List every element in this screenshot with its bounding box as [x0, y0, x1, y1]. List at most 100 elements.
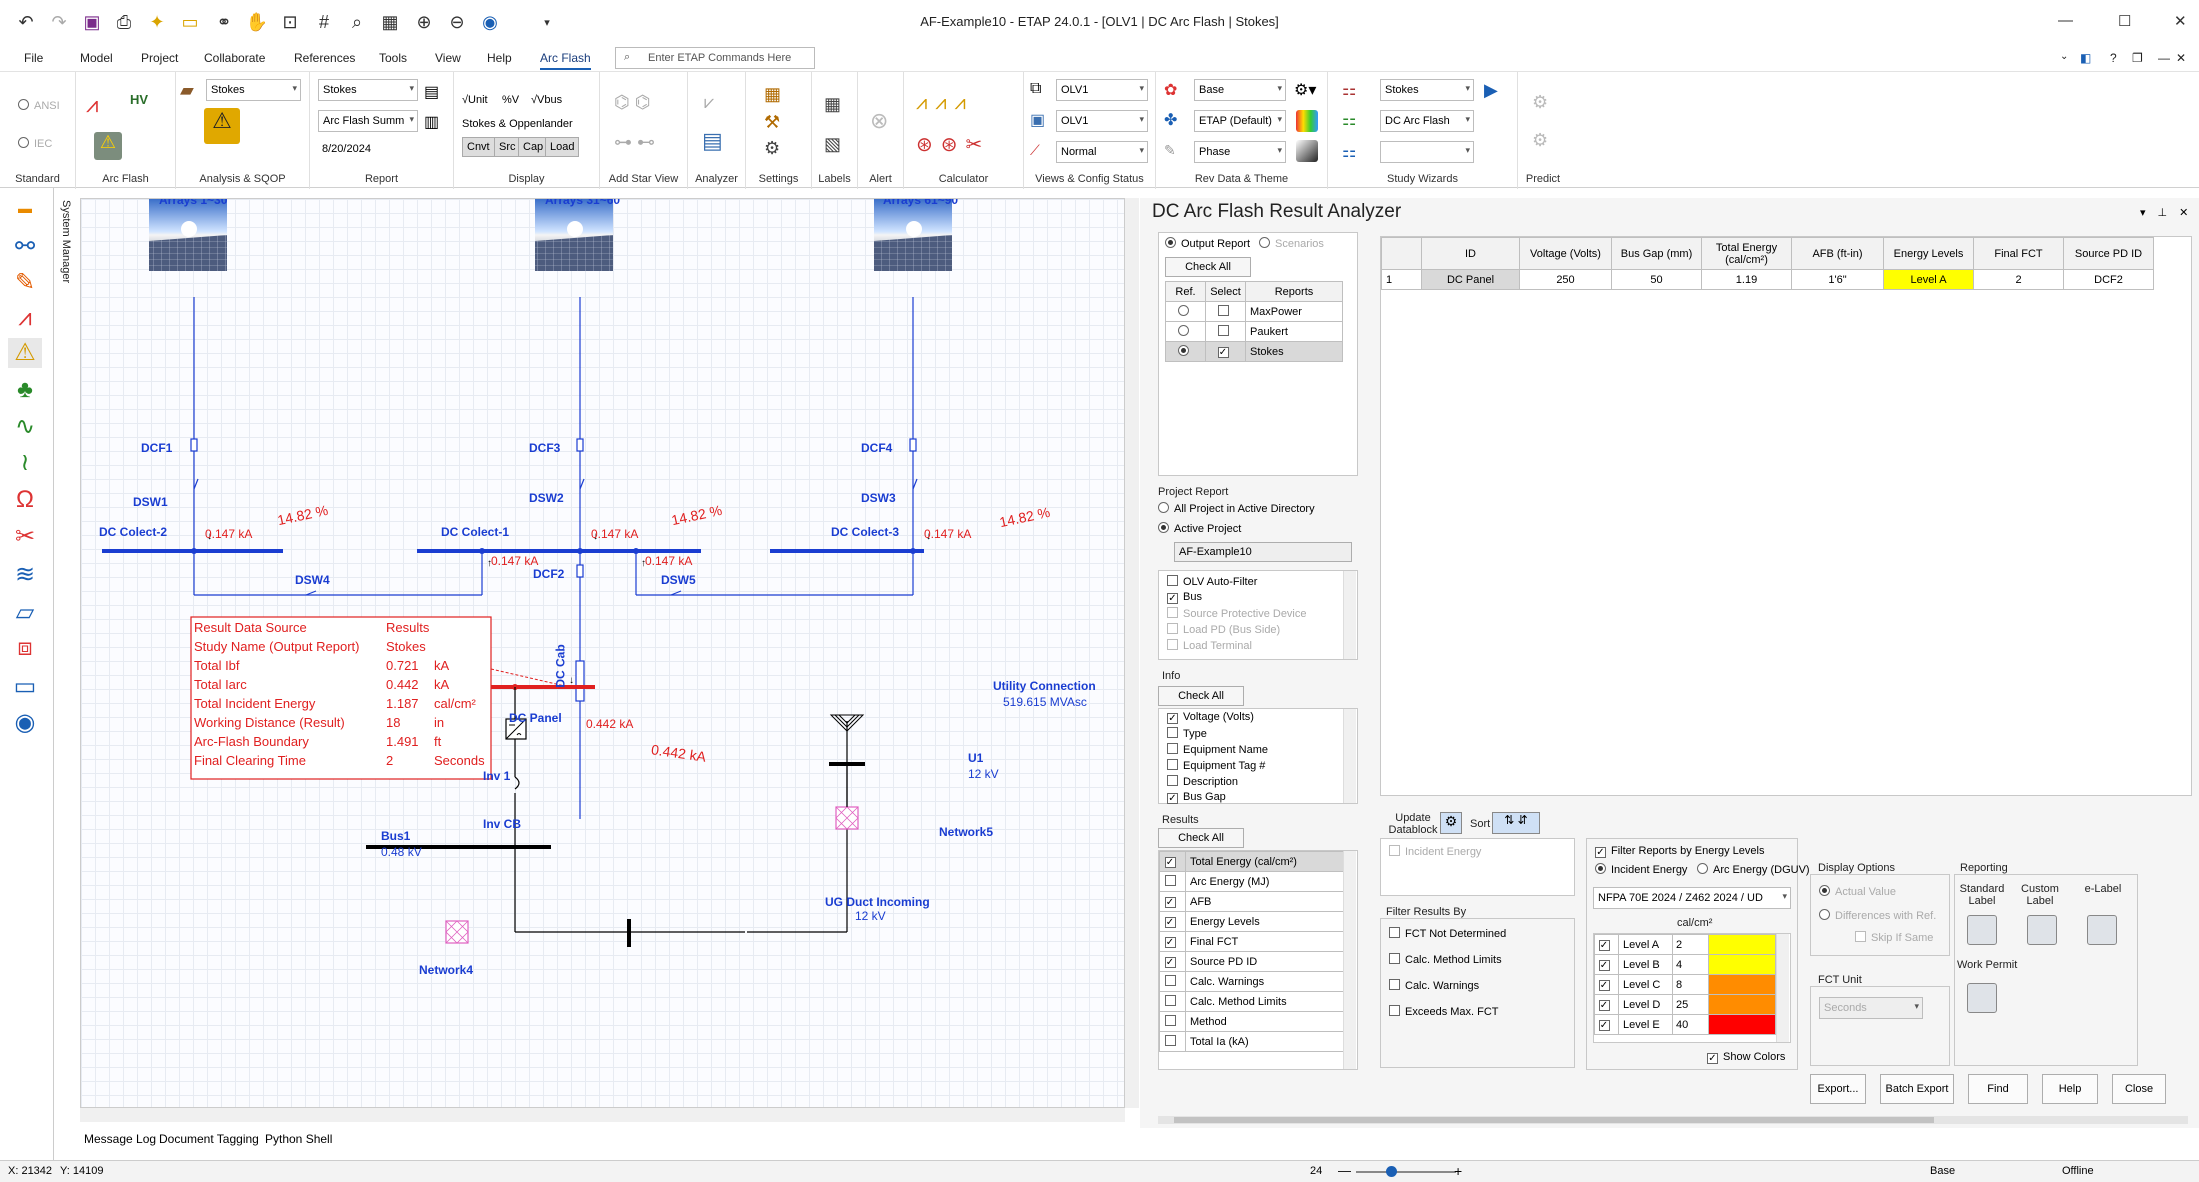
close-button[interactable]: Close [2112, 1074, 2166, 1104]
wizard-case-icon[interactable]: ⚏ [1342, 110, 1356, 130]
result-option-row[interactable]: Total Ia (kA) [1160, 1032, 1344, 1052]
calc-arcflash-icons[interactable]: ⩘⩘⩘ [916, 92, 974, 115]
settings-gear-icon[interactable]: ⚙ [764, 138, 780, 159]
phase-select[interactable]: Phase [1194, 141, 1286, 163]
wizard-case-select[interactable]: DC Arc Flash [1380, 110, 1474, 132]
fuse-dcf3[interactable]: DCF3 [529, 441, 560, 455]
filter-item[interactable]: Load Terminal [1167, 639, 1252, 656]
report-row-stokes[interactable]: ✓Stokes [1166, 342, 1343, 362]
vbus-toggle[interactable]: √Vbus [531, 94, 562, 106]
arc-flash-warning-icon[interactable]: ⚠ [204, 108, 240, 144]
fuse-dcf4[interactable]: DCF4 [861, 441, 892, 455]
zoom-out-status-icon[interactable]: — [1338, 1163, 1351, 1178]
contrast-icon[interactable] [1296, 140, 1318, 162]
find-button[interactable]: Find [1968, 1074, 2028, 1104]
olv1-select-b[interactable]: OLV1 [1056, 110, 1148, 132]
bus-dc-colect-1[interactable]: DC Colect-1 [441, 525, 509, 539]
theme-icon[interactable]: ◧ [2080, 51, 2091, 65]
switch-dsw2[interactable]: DSW2 [529, 491, 564, 505]
switch-dsw5[interactable]: DSW5 [661, 573, 696, 587]
bus-tool-icon[interactable]: ▬ [8, 200, 42, 230]
filter-scrollbar[interactable] [1343, 571, 1356, 659]
report-row-paukert[interactable]: Paukert [1166, 322, 1343, 342]
grid-row[interactable]: 1 DC Panel 250 50 1.19 1'6" Level A 2 DC… [1382, 270, 2154, 290]
color-theme-icon[interactable] [1296, 110, 1318, 132]
custom-label-icon[interactable] [2027, 915, 2057, 945]
network4-label[interactable]: Network4 [419, 963, 473, 977]
settings-tools-icon[interactable]: ⚒ [764, 112, 780, 133]
cut-tool-icon[interactable]: ✂ [8, 522, 42, 552]
filter-option[interactable]: FCT Not Determined [1389, 927, 1506, 944]
wizard-study-icon[interactable]: ⚏ [1342, 80, 1356, 100]
result-option-row[interactable]: ✓Final FCT [1160, 932, 1344, 952]
tab-document-tagging[interactable]: Document Tagging [159, 1132, 259, 1146]
array-label-2[interactable]: Arrays 31~60 [545, 198, 620, 207]
filter-item[interactable]: ✓Bus [1167, 591, 1202, 608]
calc-tools-icons[interactable]: ⊛⊛✂ [916, 132, 990, 157]
results-check-all-button[interactable]: Check All [1158, 828, 1244, 848]
info-item[interactable]: ✓Bus Gap [1167, 791, 1226, 808]
show-colors-checkbox[interactable]: ✓Show Colors [1707, 1051, 1785, 1068]
signal-tool-icon[interactable]: ≀ [8, 448, 42, 478]
network5-label[interactable]: Network5 [939, 825, 993, 839]
close-icon[interactable]: ✕ [2174, 12, 2187, 30]
theme-select-icon[interactable]: ✤ [1164, 110, 1177, 130]
labels-doc-icon[interactable]: ▧ [824, 134, 841, 155]
info-scrollbar[interactable] [1343, 709, 1356, 803]
dc-cab-label[interactable]: DC Cab [554, 644, 568, 687]
settings-top-icon[interactable]: ▦ [764, 84, 781, 105]
chart-icon[interactable]: ⩗ [704, 92, 714, 113]
olv1-select-a[interactable]: OLV1 [1056, 79, 1148, 101]
tab-message-log[interactable]: Message Log [84, 1132, 156, 1146]
work-permit-icon[interactable] [1967, 983, 1997, 1013]
labels-table-icon[interactable]: ▦ [824, 94, 841, 115]
skip-same-checkbox[interactable]: Skip If Same [1855, 931, 1933, 948]
dc-panel-label[interactable]: DC Panel [509, 711, 562, 725]
report-type-select[interactable]: Arc Flash Summ [318, 110, 418, 132]
col-source-pd[interactable]: Source PD ID [2064, 238, 2154, 270]
theme-settings-icon[interactable]: ⚙▾ [1294, 80, 1316, 100]
info-item[interactable]: Description [1167, 775, 1238, 792]
energy-level-row[interactable]: ✓Level A2 [1595, 935, 1776, 955]
switch-dsw1[interactable]: DSW1 [133, 495, 168, 509]
report-row-maxpower[interactable]: MaxPower [1166, 302, 1343, 322]
minimize-inner-icon[interactable]: — [2158, 51, 2170, 65]
network-tool-icon[interactable]: ⚯ [8, 232, 42, 262]
menu-references[interactable]: References [294, 51, 355, 65]
magnet-tool-icon[interactable]: Ω [8, 486, 42, 516]
report-manager-icon[interactable]: ▥ [424, 112, 439, 132]
filter-item[interactable]: Load PD (Bus Side) [1167, 623, 1280, 640]
wizard-scenario-icon[interactable]: ⚏ [1342, 142, 1356, 162]
all-project-option[interactable]: All Project in Active Directory [1158, 502, 1315, 519]
arc-flash-tool-icon[interactable]: ⚠ [8, 338, 42, 368]
switch-dsw3[interactable]: DSW3 [861, 491, 896, 505]
result-option-row[interactable]: ✓Total Energy (cal/cm²) [1160, 852, 1344, 872]
analyzer-horizontal-scrollbar[interactable] [1158, 1116, 2188, 1124]
result-option-row[interactable]: Calc. Method Limits [1160, 992, 1344, 1012]
bus-dc-colect-2[interactable]: DC Colect-2 [99, 525, 167, 539]
restore-icon[interactable]: ❐ [2132, 51, 2143, 65]
command-input[interactable]: ⌕Enter ETAP Commands Here [615, 47, 815, 69]
system-manager-tab[interactable]: System Manager [56, 200, 72, 320]
unit-toggle[interactable]: √Unit [462, 94, 488, 106]
arc-flash-run-icon[interactable]: ⚠ [94, 132, 122, 160]
waveform-tool-icon[interactable]: ∿ [8, 412, 42, 442]
standard-select[interactable]: NFPA 70E 2024 / Z462 2024 / UD [1593, 887, 1791, 909]
config-icon[interactable]: ▣ [1030, 110, 1045, 130]
ansi-option[interactable]: ANSI [18, 99, 60, 112]
energy-level-row[interactable]: ✓Level D25 [1595, 995, 1776, 1015]
switch-dsw4[interactable]: DSW4 [295, 573, 330, 587]
col-busgap[interactable]: Bus Gap (mm) [1612, 238, 1702, 270]
menu-model[interactable]: Model [80, 51, 113, 65]
reports-check-all-button[interactable]: Check All [1165, 257, 1251, 277]
result-option-row[interactable]: ✓Energy Levels [1160, 912, 1344, 932]
load-button[interactable]: Load [545, 137, 579, 157]
cnvt-button[interactable]: Cnvt [462, 137, 495, 157]
hv-button[interactable]: HV [130, 92, 148, 107]
batch-export-button[interactable]: Batch Export [1880, 1074, 1954, 1104]
filter-item[interactable]: Source Protective Device [1167, 607, 1307, 624]
menu-arc-flash[interactable]: Arc Flash [540, 51, 591, 70]
result-option-row[interactable]: ✓Source PD ID [1160, 952, 1344, 972]
train-tool-icon[interactable]: ▭ [8, 672, 42, 702]
globe-tool-icon[interactable]: ◉ [8, 708, 42, 738]
